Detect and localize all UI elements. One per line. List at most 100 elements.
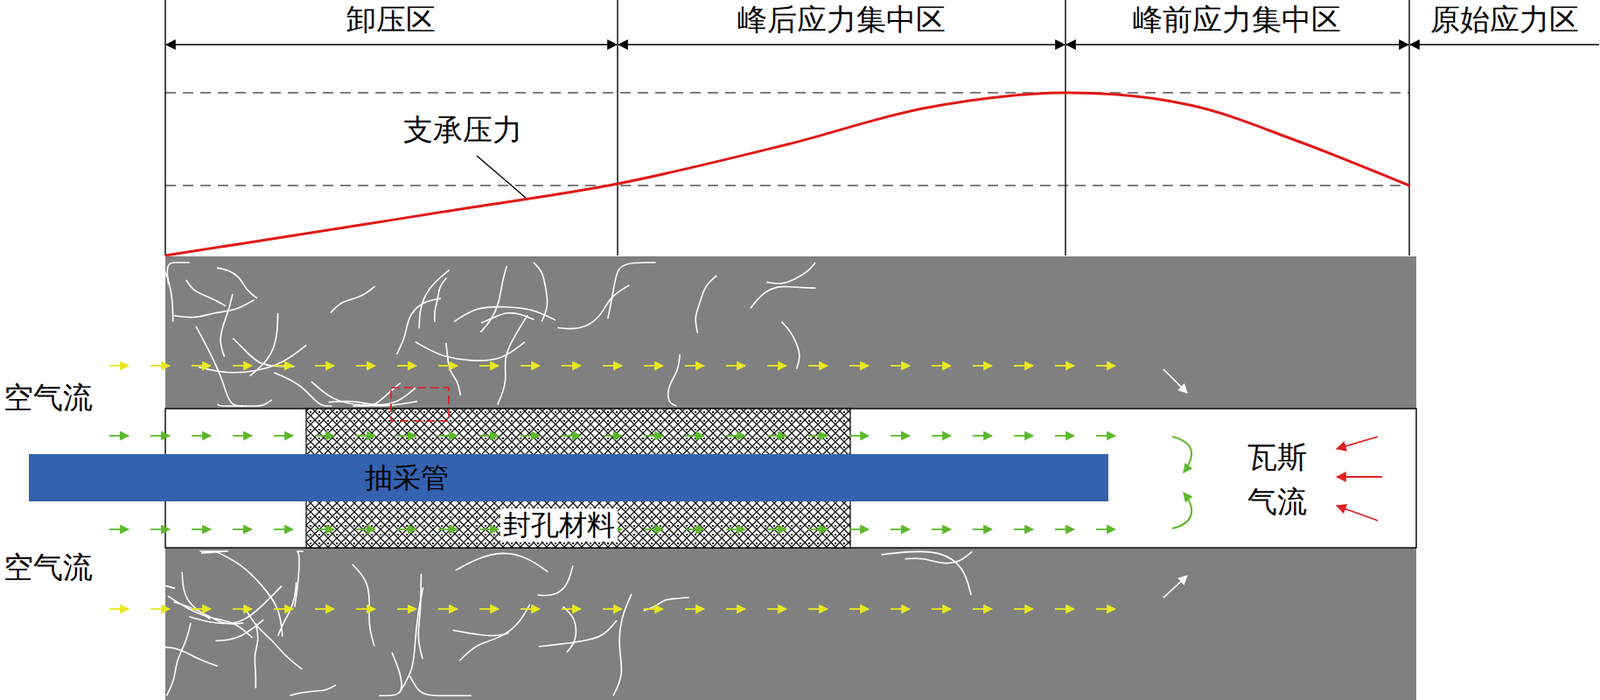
illustration-part [28,454,1109,502]
illustration-part [150,364,170,367]
illustration-part [216,267,258,299]
illustration-part [643,434,664,437]
illustration-part [497,314,528,405]
illustration-part [1055,528,1075,531]
illustration-part [109,364,129,367]
illustration-part [244,608,302,670]
illustration-part [289,684,336,696]
illustration-part [520,434,540,437]
illustration-part [808,528,828,531]
illustration-part [232,338,294,367]
illustration-part [181,572,210,620]
illustration-part [668,354,680,406]
illustration-part [849,528,869,531]
illustration-part [1055,607,1075,610]
illustration-part [750,286,817,308]
illustration-part [972,528,993,531]
illustration-part [1013,364,1034,367]
illustration-part [397,434,417,437]
flow-label: 空气流 [3,549,93,586]
illustration-part [1013,528,1034,531]
illustration-part [330,286,376,313]
illustration-part [726,364,746,367]
illustration-part [311,381,418,406]
illustration-part [767,528,787,531]
zone-label: 峰后应力集中区 [737,1,946,38]
illustration-part [538,620,617,647]
illustration-part [273,364,294,367]
illustration-part [232,434,252,437]
illustration-part [165,91,1410,93]
illustration-part [150,434,170,437]
illustration-part [684,528,705,531]
curve-label: 支承压力 [403,111,523,148]
illustration-part [1096,364,1116,367]
illustration-part [232,364,252,367]
illustration-part [438,364,458,367]
illustration-part [356,607,376,610]
illustration-part [1163,575,1188,598]
illustration-part [931,607,951,610]
illustration-part [1408,0,1410,256]
illustration-part [167,595,253,638]
illustration-part [273,372,332,406]
illustration-part [164,0,166,256]
illustration-part [1096,434,1116,437]
illustration-part [174,300,255,318]
illustration-part [726,434,746,437]
illustration-part [1096,528,1116,531]
illustration-part [972,434,993,437]
illustration-part [220,293,233,357]
illustration-part [602,364,622,367]
zone-label: 卸压区 [346,1,436,38]
illustration-part [165,262,174,322]
illustration-part [972,607,993,610]
illustration-part [561,434,581,437]
illustration-part [459,604,530,661]
illustration-part [314,364,335,367]
illustration-part [890,364,910,367]
illustration-part [931,528,951,531]
illustration-part [1163,369,1188,393]
illustration-part [684,364,705,367]
illustration-part [931,364,951,367]
illustration-part [616,0,618,256]
zone-label: 原始应力区 [1430,1,1580,38]
illustration-part [479,528,499,531]
illustration-part [808,364,828,367]
illustration-part [244,399,273,406]
illustration-part [455,552,549,572]
illustration-part [479,434,499,437]
illustration-part [165,646,218,666]
illustration-part [767,364,787,367]
illustration-part [1172,436,1192,473]
illustration-part [602,607,622,610]
illustration-part [476,155,526,198]
illustration-part [166,43,617,45]
illustration-part [397,607,417,610]
illustration-part [198,344,307,372]
zone-label: 峰前应力集中区 [1132,1,1342,38]
illustration-part [643,364,664,367]
illustration-part [165,558,175,588]
flow-label: 空气流 [3,379,93,416]
illustration-part [391,387,449,421]
illustration-part [191,434,211,437]
illustration-part [479,607,499,610]
illustration-part [165,184,1410,186]
illustration-part [150,607,170,610]
illustration-part [808,607,828,610]
illustration-part [1336,436,1378,449]
illustration-part [480,265,507,333]
illustration-part [643,607,664,610]
illustration-part [849,607,869,610]
illustration-part [520,364,540,367]
extraction-pipe: 抽采管 [28,454,1109,502]
illustration-part [1013,434,1034,437]
illustration-part [438,528,458,531]
illustration-part [972,364,993,367]
illustration-part [1055,434,1075,437]
illustration-part [618,43,1065,45]
illustration-part [767,607,787,610]
illustration-part [1096,607,1116,610]
